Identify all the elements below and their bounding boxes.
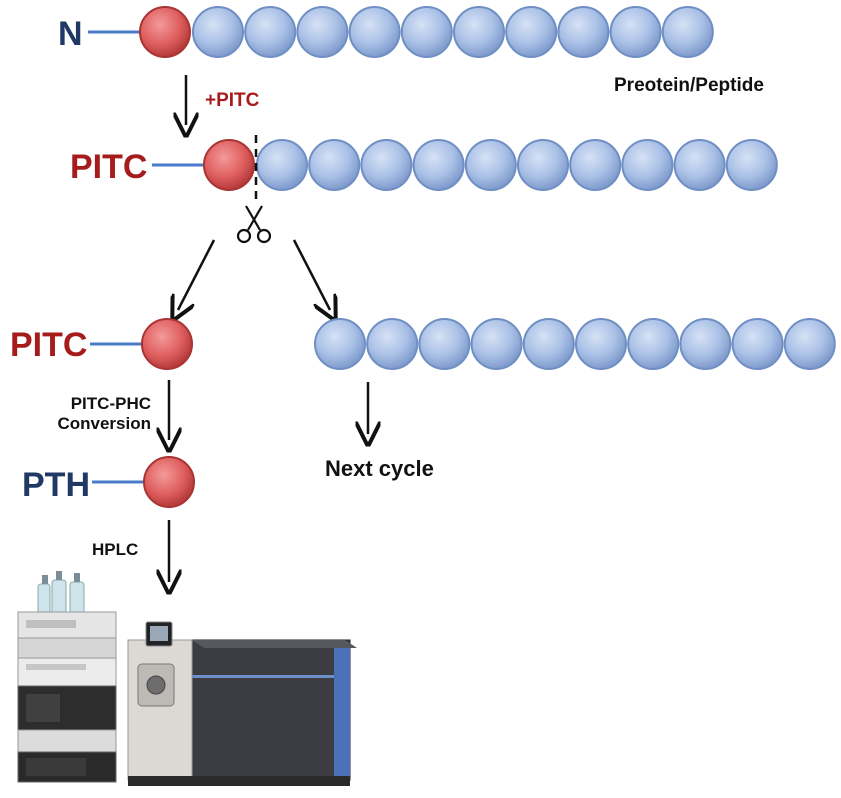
- amino-acid-residue: [418, 318, 471, 370]
- pitc-label-row3: PITC: [10, 326, 87, 364]
- next-cycle-label: Next cycle: [325, 456, 434, 481]
- amino-acid-residue: [314, 318, 366, 370]
- amino-acid-residue: [192, 6, 244, 58]
- amino-acid-residue: [453, 6, 505, 58]
- peptide-chain-row2: [256, 139, 778, 191]
- n-terminal-residue: [139, 6, 191, 58]
- amino-acid-residue: [725, 139, 778, 191]
- pth-residue: [143, 456, 195, 508]
- conversion-label-line1: PITC-PHC: [71, 394, 151, 413]
- amino-acid-residue: [360, 139, 413, 191]
- amino-acid-residue: [244, 6, 297, 58]
- protein-label: Preotein/Peptide: [614, 75, 764, 96]
- pitc-label-row2: PITC: [70, 148, 147, 186]
- n-terminus-label: N: [58, 15, 83, 53]
- amino-acid-residue: [348, 6, 401, 58]
- amino-acid-residue: [296, 6, 349, 58]
- remaining-peptide-chain: [314, 318, 836, 370]
- add-pitc-label: +PITC: [205, 90, 260, 111]
- amino-acid-residue: [470, 318, 523, 370]
- amino-acid-residue: [464, 139, 517, 191]
- amino-acid-residue: [412, 139, 465, 191]
- arrow-to-released-residue: [178, 239, 216, 310]
- amino-acid-residue: [522, 318, 575, 370]
- amino-acid-residue: [661, 6, 714, 58]
- amino-acid-residue: [366, 318, 419, 370]
- arrow-to-remaining-chain: [292, 239, 330, 310]
- amino-acid-residue: [731, 318, 784, 370]
- amino-acid-residue: [609, 6, 662, 58]
- amino-acid-residue: [575, 318, 627, 370]
- scissors-icon: [236, 205, 272, 244]
- conversion-label-line2: Conversion: [57, 414, 151, 433]
- amino-acid-residue: [505, 6, 558, 58]
- amino-acid-residue: [517, 139, 569, 191]
- amino-acid-residue: [627, 318, 680, 370]
- amino-acid-residue: [621, 139, 674, 191]
- amino-acid-residue: [557, 6, 610, 58]
- amino-acid-residue: [308, 139, 361, 191]
- amino-acid-residue: [569, 139, 622, 191]
- amino-acid-residue: [400, 6, 453, 58]
- released-pitc-residue: [141, 318, 193, 370]
- pth-label: PTH: [22, 466, 90, 504]
- peptide-chain-row1: [192, 6, 714, 58]
- amino-acid-residue: [679, 318, 732, 370]
- amino-acid-residue: [673, 139, 726, 191]
- labeled-n-terminal-residue: [203, 139, 255, 191]
- amino-acid-residue: [256, 139, 308, 191]
- hplc-label: HPLC: [92, 540, 138, 559]
- amino-acid-residue: [783, 318, 836, 370]
- hplc-instrument-icon: [17, 571, 357, 786]
